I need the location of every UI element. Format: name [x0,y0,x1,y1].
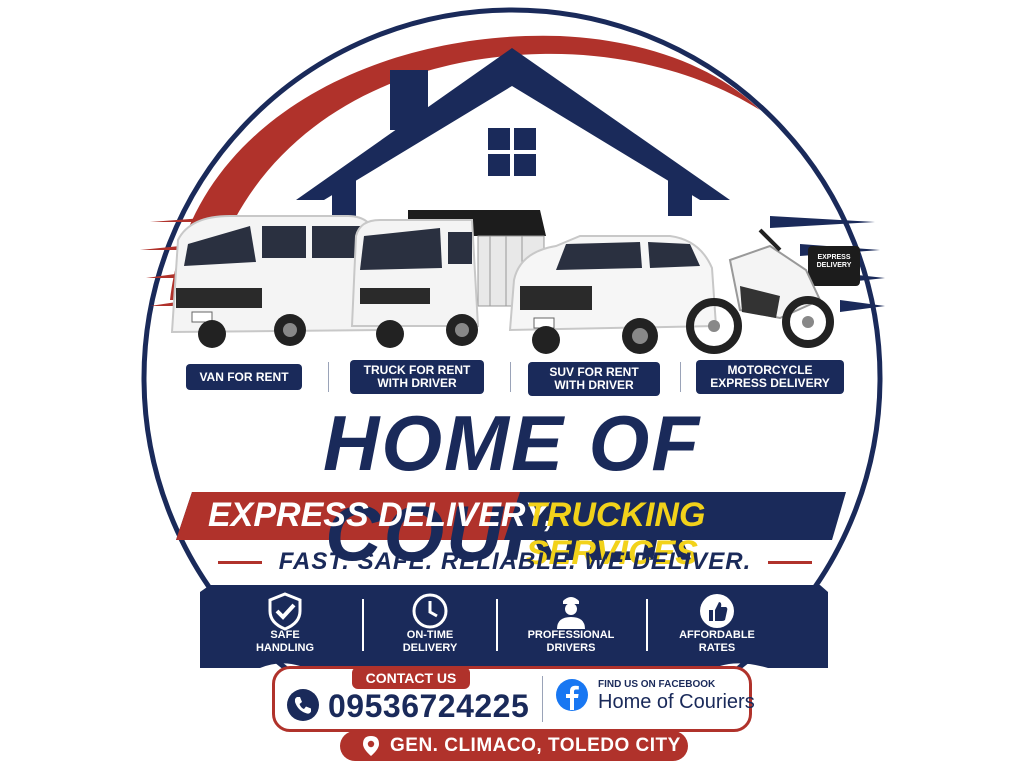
service-separator [510,362,511,392]
feature-separator [646,599,648,651]
phone-number[interactable]: 09536724225 [328,688,530,724]
van-illustration [170,215,386,348]
feature-separator [496,599,498,651]
tagline: FAST. SAFE. RELIABLE. WE DELIVER. [278,548,752,575]
feature-band [200,585,828,668]
facebook-page-name[interactable]: Home of Couriers [598,691,755,713]
banner-red-part [176,492,520,540]
address-text: GEN. CLIMACO, TOLEDO CITY [390,735,681,756]
tagline-rule-left [218,561,262,564]
location-pin-icon [363,736,379,756]
driver-icon [557,597,585,629]
feature-separator [362,599,364,651]
facebook-find-us-label: FIND US ON FACEBOOK [598,679,716,690]
red-swoosh [170,35,760,300]
service-label-van: VAN FOR RENT [186,364,302,390]
suv-illustration [508,235,718,354]
motorcycle-illustration [686,228,860,354]
contact-us-tab: CONTACT US [352,667,470,689]
banner-trucking-services: TRUCKING SERVICES [526,496,706,572]
shield-check-icon [268,592,302,631]
house-window-icon [488,128,536,176]
banner-express-delivery: EXPRESS DELIVERY, [208,496,554,534]
address-pill: GEN. CLIMACO, TOLEDO CITY [340,731,688,761]
brand-title: HOME OF COURIER [323,399,701,577]
phone-icon [287,689,319,721]
house-chimney [390,70,428,130]
services-banner: EXPRESS DELIVERY, TRUCKING SERVICES [178,490,848,572]
contact-separator [542,676,543,722]
clock-icon [412,593,448,629]
contact-box [272,666,752,732]
service-separator [328,362,329,392]
tagline-rule-right [768,561,812,564]
thumbs-up-icon [700,594,734,628]
service-separator [680,362,681,392]
facebook-icon[interactable] [555,678,589,712]
motorcycle-box-text: EXPRESS DELIVERY [816,254,852,269]
